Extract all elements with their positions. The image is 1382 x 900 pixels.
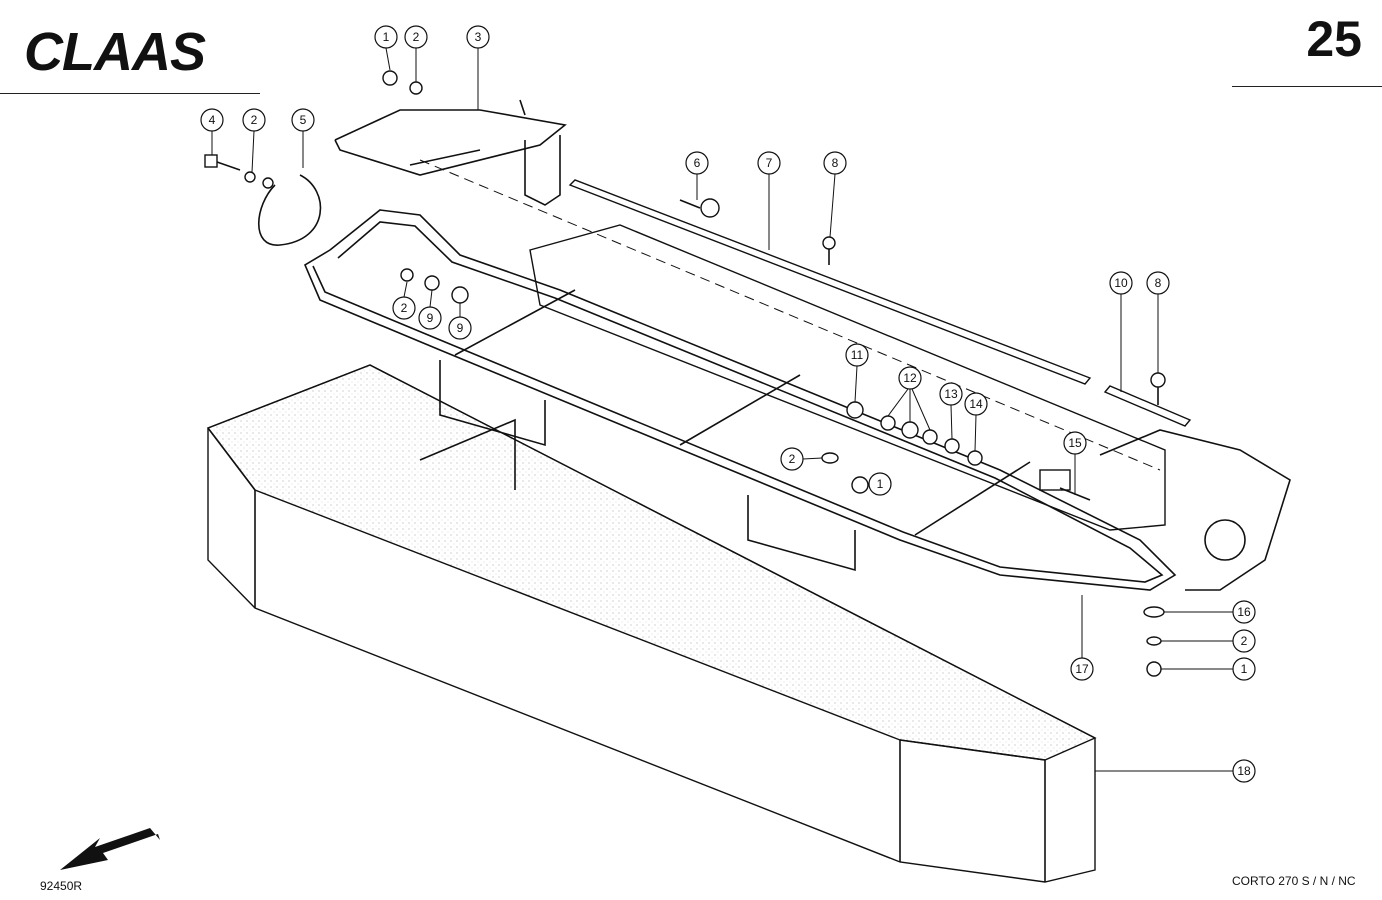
svg-text:2: 2: [401, 301, 408, 315]
spring-clip-part: [258, 174, 322, 246]
callout-10: 10: [1109, 271, 1133, 295]
callout-6: 6: [685, 151, 709, 175]
callout-12: 12: [898, 366, 922, 390]
svg-text:16: 16: [1237, 605, 1251, 619]
callout-7: 7: [757, 151, 781, 175]
callout-4: 4: [200, 108, 224, 132]
callout-18: 18: [1232, 759, 1256, 783]
svg-text:1: 1: [877, 477, 884, 491]
leader-lines: [211, 47, 1233, 772]
callout-2: 2: [242, 108, 266, 132]
shield-guard-part: [206, 364, 1097, 883]
svg-text:17: 17: [1075, 662, 1089, 676]
callout-15: 15: [1063, 431, 1087, 455]
svg-text:12: 12: [903, 371, 917, 385]
svg-text:2: 2: [413, 30, 420, 44]
svg-text:2: 2: [251, 113, 258, 127]
svg-text:13: 13: [944, 387, 958, 401]
svg-text:2: 2: [789, 452, 796, 466]
callout-2: 2: [392, 296, 416, 320]
svg-text:8: 8: [832, 156, 839, 170]
svg-text:2: 2: [1241, 634, 1248, 648]
svg-text:14: 14: [969, 397, 983, 411]
callout-2: 2: [780, 447, 804, 471]
callout-5: 5: [291, 108, 315, 132]
claas-logo: CLAAS: [24, 22, 207, 80]
top-bracket-part: [334, 99, 567, 206]
svg-text:9: 9: [457, 321, 464, 335]
callout-1: 1: [1232, 657, 1256, 681]
direction-arrow-icon: [60, 828, 160, 870]
header-rule-right: [1232, 86, 1382, 87]
callout-3: 3: [466, 25, 490, 49]
page-number: 25: [1306, 11, 1362, 67]
svg-text:1: 1: [383, 30, 390, 44]
callout-1: 1: [374, 25, 398, 49]
svg-text:8: 8: [1155, 276, 1162, 290]
mounting-frame: [419, 159, 1291, 591]
model-label: CORTO 270 S / N / NC: [1232, 874, 1356, 888]
svg-text:18: 18: [1237, 764, 1251, 778]
callout-13: 13: [939, 382, 963, 406]
svg-text:1: 1: [1241, 662, 1248, 676]
svg-text:7: 7: [766, 156, 773, 170]
tubular-frame-part: [303, 209, 1177, 591]
svg-text:3: 3: [475, 30, 482, 44]
svg-text:10: 10: [1114, 276, 1128, 290]
svg-text:4: 4: [209, 113, 216, 127]
callout-14: 14: [964, 392, 988, 416]
callout-17: 17: [1070, 657, 1094, 681]
callout-8: 8: [1146, 271, 1170, 295]
callout-8: 8: [823, 151, 847, 175]
callout-9: 9: [418, 306, 442, 330]
hardware-parts: [204, 70, 1166, 677]
callout-2: 2: [1232, 629, 1256, 653]
svg-text:9: 9: [427, 311, 434, 325]
brand-logo-text: CLAAS: [24, 22, 206, 80]
callout-11: 11: [845, 343, 869, 367]
svg-text:11: 11: [851, 348, 864, 362]
callout-9: 9: [448, 316, 472, 340]
callout-2: 2: [404, 25, 428, 49]
strip-parts: [568, 179, 1192, 427]
svg-text:15: 15: [1068, 436, 1082, 450]
callout-16: 16: [1232, 600, 1256, 624]
figure-code: 92450R: [40, 879, 83, 893]
svg-text:5: 5: [300, 113, 307, 127]
header-rule-left: [0, 93, 260, 94]
callout-1: 1: [868, 472, 892, 496]
svg-text:6: 6: [694, 156, 701, 170]
